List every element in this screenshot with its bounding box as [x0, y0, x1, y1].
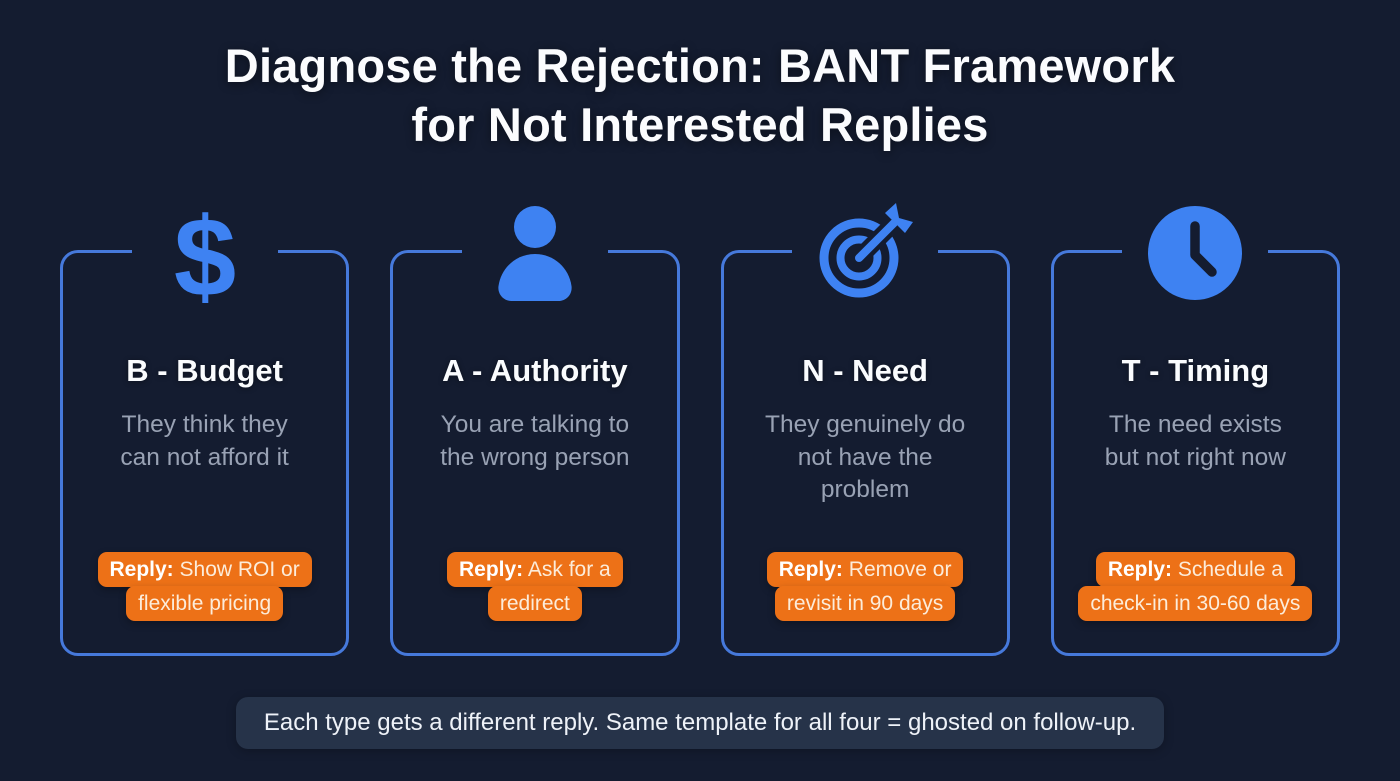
card-title: T - Timing	[1121, 353, 1270, 389]
reply-badge: Reply: Schedule a check-in in 30-60 days	[1068, 552, 1322, 622]
reply-text-line1: Ask for a	[523, 558, 611, 582]
reply-label: Reply:	[778, 558, 843, 582]
reply-text-line2: flexible pricing	[138, 592, 272, 616]
reply-pill: Reply: Show ROI or flexible pricing	[97, 552, 312, 622]
reply-badge: Reply: Show ROI or flexible pricing	[88, 552, 322, 622]
reply-text-line1: Schedule a	[1172, 558, 1283, 582]
reply-text-line2: revisit in 90 days	[786, 592, 944, 616]
reply-text-line1: Show ROI or	[173, 558, 300, 582]
svg-text:$: $	[173, 203, 235, 303]
person-icon	[485, 203, 585, 303]
card-title: B - Budget	[126, 353, 283, 389]
reply-pill: Reply: Remove or revisit in 90 days	[766, 552, 964, 622]
reply-label: Reply:	[1107, 558, 1172, 582]
reply-pill: Reply: Schedule a check-in in 30-60 days	[1078, 552, 1313, 622]
reply-badge: Reply: Remove or revisit in 90 days	[757, 552, 974, 622]
reply-text-line2: redirect	[499, 592, 570, 616]
card-title: N - Need	[802, 353, 928, 389]
reply-text-line2: check-in in 30-60 days	[1090, 592, 1301, 616]
dollar-icon: $	[155, 203, 255, 303]
reply-label: Reply:	[459, 558, 524, 582]
reply-text-line1: Remove or	[842, 558, 952, 582]
reply-badge: Reply: Ask for a redirect	[437, 552, 633, 622]
card-title: A - Authority	[442, 353, 628, 389]
reply-label: Reply:	[109, 558, 174, 582]
footer-note: Each type gets a different reply. Same t…	[235, 697, 1165, 750]
target-icon	[815, 203, 915, 303]
border-gap	[131, 244, 278, 259]
reply-pill: Reply: Ask for a redirect	[447, 552, 623, 622]
border-gap	[461, 244, 608, 259]
clock-icon	[1145, 203, 1245, 303]
